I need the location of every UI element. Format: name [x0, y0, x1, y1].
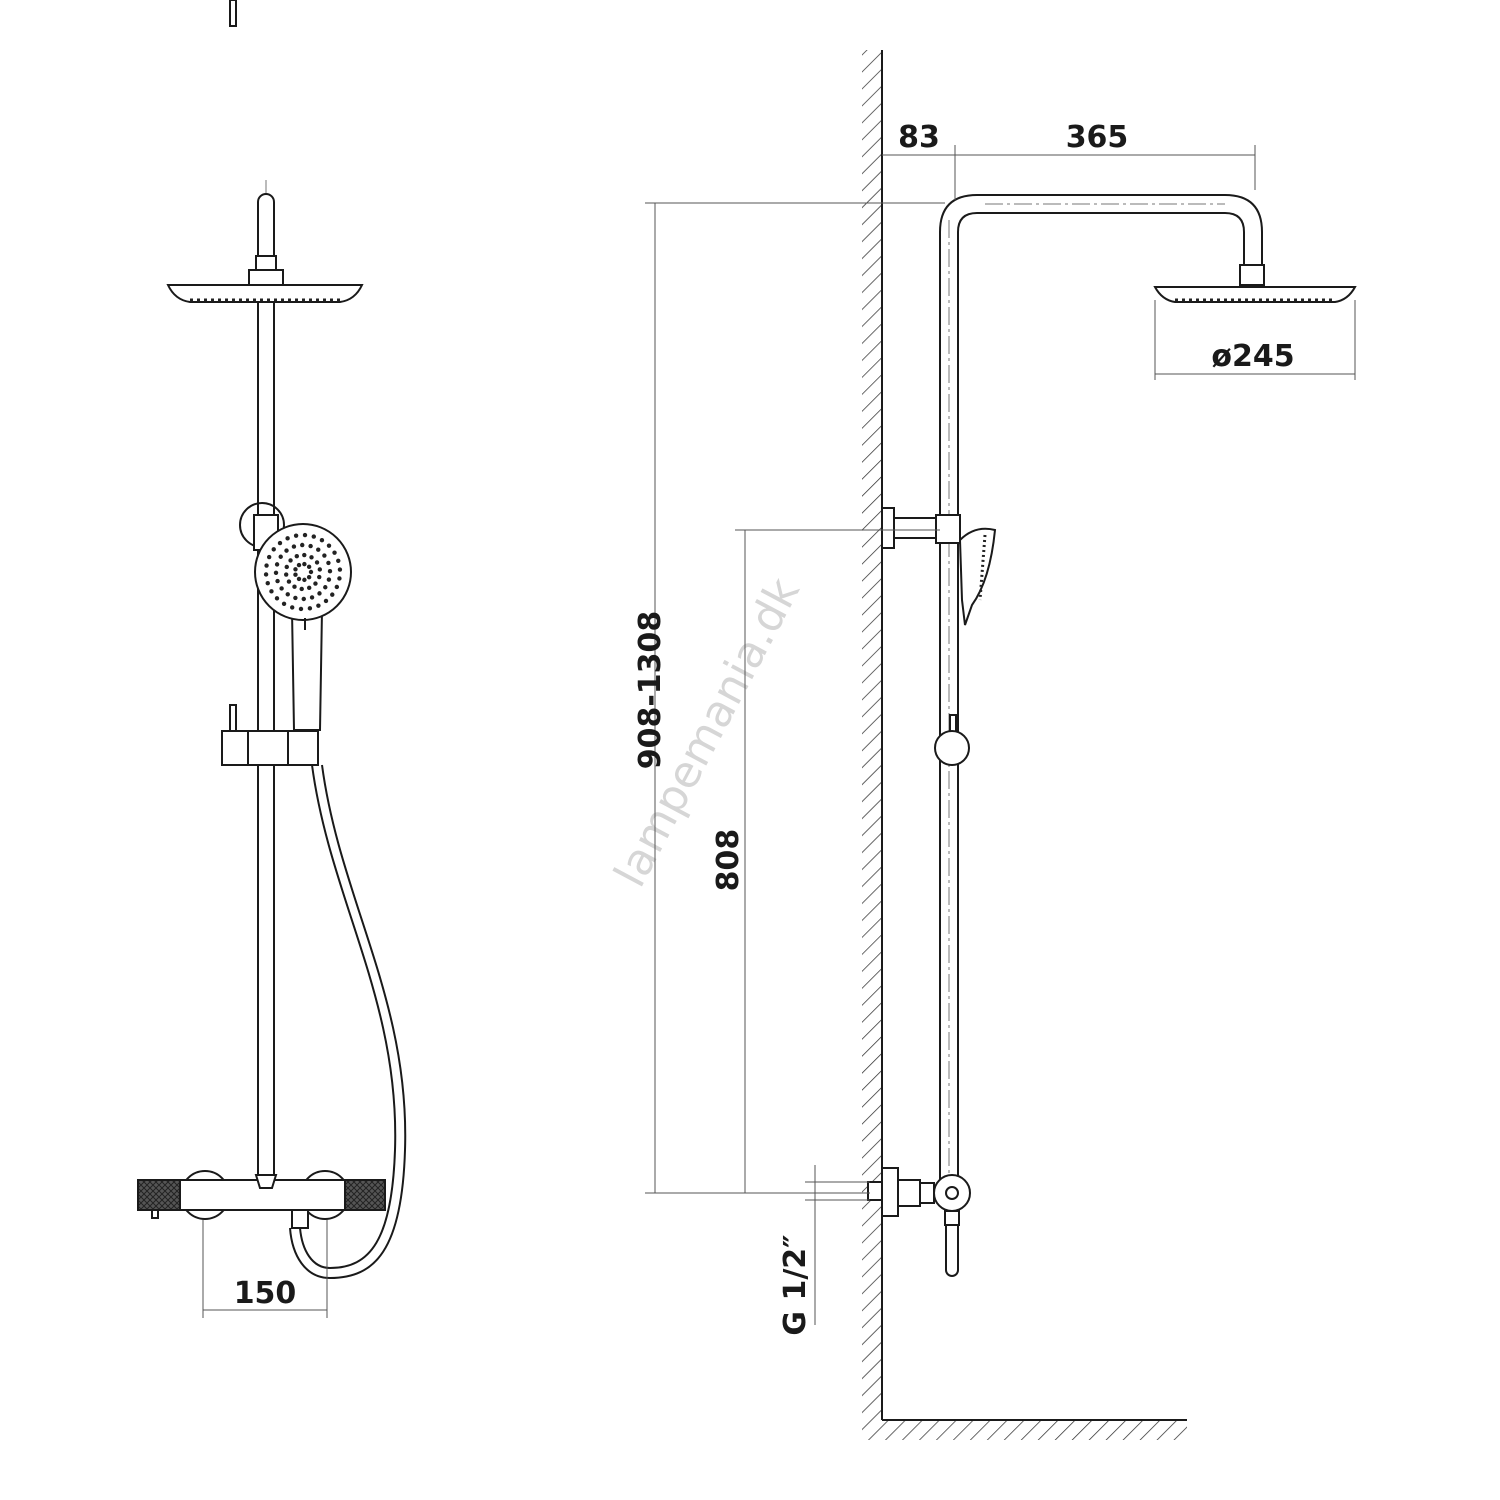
side-view: 83 365 ø245 908-1308 808 G 1/2″ [633, 50, 1357, 1440]
shower-arm [939, 194, 1263, 1180]
spray-nozzle [323, 598, 329, 604]
spray-nozzle [307, 606, 313, 611]
spray-nozzle [337, 567, 343, 572]
spray-nozzle [285, 592, 290, 597]
spray-nozzle [336, 558, 341, 563]
spray-nozzle [296, 576, 302, 582]
spray-nozzle [264, 563, 269, 568]
spray-nozzle [309, 555, 314, 560]
flow-knob [344, 1179, 386, 1211]
spray-nozzle [309, 595, 315, 600]
floor-hatch [862, 1420, 1187, 1440]
dimension-wall-offset: 83 [898, 120, 940, 155]
slide-holder-side [934, 730, 970, 766]
spray-nozzle [302, 552, 307, 558]
spray-nozzle [317, 574, 322, 580]
spray-nozzle [293, 567, 298, 572]
spray-nozzle [308, 569, 314, 575]
front-view: 150 [137, 0, 407, 1318]
spray-nozzle [275, 578, 280, 584]
spray-nozzle [306, 574, 312, 580]
spray-nozzle [292, 584, 297, 589]
spray-nozzle [330, 592, 335, 597]
spray-nozzle [311, 534, 316, 539]
spray-nozzle [265, 581, 270, 586]
spray-nozzle [290, 605, 295, 610]
hand-shower-head [254, 523, 352, 621]
spray-nozzle [334, 584, 340, 590]
spray-nozzle [293, 533, 299, 538]
spray-nozzle [299, 586, 304, 592]
spray-nozzle [317, 567, 323, 572]
dimension-height-range: 908-1308 [633, 611, 668, 770]
temperature-knob [137, 1179, 181, 1211]
hand-shower-side [958, 527, 997, 626]
spray-nozzle [308, 543, 313, 549]
spray-nozzle [284, 564, 289, 570]
spray-nozzle [302, 561, 307, 567]
spray-nozzle [322, 553, 327, 558]
spray-nozzle [316, 603, 321, 608]
spray-nozzle [288, 558, 293, 563]
spray-nozzle [263, 572, 269, 577]
rain-shower-head-side [1153, 286, 1357, 303]
spray-nozzle [266, 554, 272, 560]
spray-nozzle [283, 572, 289, 577]
spray-nozzle [306, 564, 312, 570]
spray-nozzle [279, 586, 284, 591]
top-pipe [257, 193, 275, 263]
spray-nozzle [281, 601, 287, 606]
spray-nozzle [293, 572, 298, 577]
spray-nozzle [285, 536, 290, 541]
spray-nozzle [271, 547, 276, 552]
spray-nozzle [294, 553, 300, 559]
spray-nozzle [316, 547, 321, 552]
dimension-inlet-spacing: 150 [234, 1276, 297, 1311]
spray-nozzle [296, 562, 302, 568]
spray-nozzle [302, 532, 308, 538]
spray-nozzle [269, 589, 274, 594]
spray-nozzle [326, 577, 332, 582]
spray-nozzle [332, 550, 337, 555]
dimension-head-diameter: ø245 [1211, 339, 1294, 374]
wall-hatch [862, 50, 882, 1420]
spray-nozzle [301, 596, 306, 602]
rain-shower-head [166, 284, 364, 303]
slide-holder [221, 730, 319, 766]
spray-nozzle [313, 581, 318, 586]
spray-nozzle [306, 585, 312, 591]
spray-nozzle [291, 544, 297, 549]
spray-nozzle [317, 591, 322, 596]
hose [299, 764, 397, 1270]
spray-nozzle [286, 579, 292, 584]
spray-nozzle [274, 562, 280, 567]
dimension-thread: G 1/2″ [778, 1234, 813, 1335]
spray-nozzle [326, 543, 332, 548]
spray-nozzle [323, 585, 328, 590]
spray-nozzle [302, 577, 307, 583]
spray-nozzle [277, 540, 283, 546]
spray-nozzle [274, 596, 280, 601]
spray-nozzle [293, 595, 298, 601]
hand-shower-handle [290, 609, 324, 731]
spray-nozzle [337, 576, 342, 581]
spray-nozzle [314, 560, 320, 565]
diverter-valve [933, 1174, 971, 1212]
dimension-arm-length: 365 [1066, 120, 1129, 155]
spray-nozzle [273, 570, 279, 575]
spray-nozzle [319, 538, 325, 543]
spray-nozzle [298, 606, 304, 612]
spray-nozzle [327, 569, 333, 574]
spray-nozzle [300, 542, 305, 548]
spray-nozzle [278, 554, 283, 559]
thread-inlet [867, 1181, 883, 1201]
dimension-bracket-height: 808 [711, 829, 746, 892]
spray-nozzle [326, 560, 331, 566]
spray-nozzle [284, 548, 289, 553]
